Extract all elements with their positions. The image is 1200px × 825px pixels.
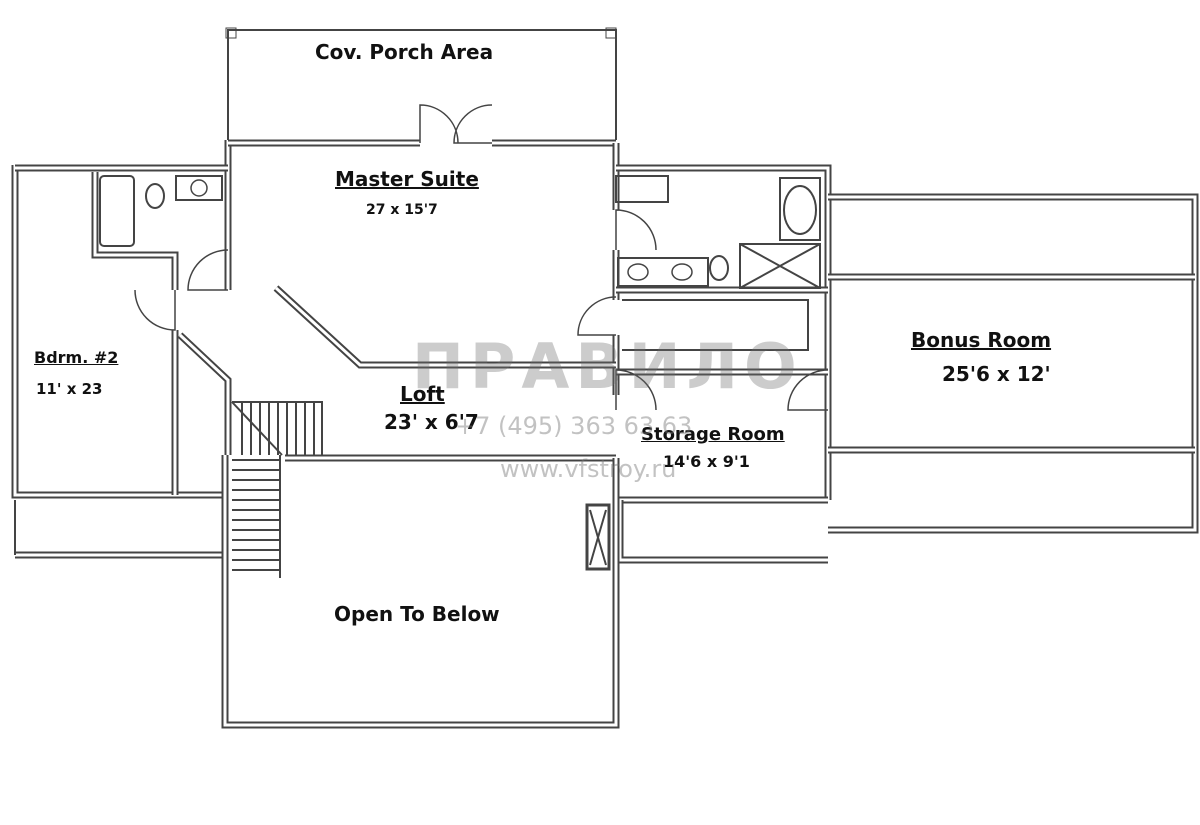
- bath-door: [615, 209, 657, 251]
- bedroom-door: [134, 289, 176, 331]
- bedroom-door: [187, 249, 229, 291]
- shower-x: [739, 243, 821, 289]
- sink-counter-icon: [175, 175, 223, 201]
- sink-icon: [627, 263, 649, 281]
- watermark-logo: ПРАВИЛО: [412, 330, 803, 403]
- bonus-room-size: 25'6 x 12': [942, 362, 1051, 386]
- watermark-url: www.vfstroy.ru: [500, 455, 677, 483]
- closet-shelf: [622, 299, 809, 351]
- bath-wall-outer-inner: [616, 166, 830, 500]
- storage-room-label: Storage Room: [641, 424, 785, 445]
- chimney-icon: [585, 503, 611, 571]
- bedroom-wall: [11, 165, 228, 499]
- loft-size: 23' x 6'7: [384, 410, 479, 434]
- master-suite-size: 27 x 15'7: [366, 202, 438, 218]
- shower-icon: [739, 243, 821, 289]
- bathtub-icon: [783, 185, 817, 235]
- loft-label: Loft: [400, 382, 445, 406]
- lower-strip: [616, 500, 828, 564]
- tub-box: [779, 177, 821, 241]
- porch-label: Cov. Porch Area: [315, 40, 494, 64]
- cabinet-icon: [615, 175, 669, 203]
- closet-door: [577, 296, 617, 336]
- porch-outline: [227, 29, 617, 140]
- bedroom2-size: 11' x 23: [36, 380, 103, 398]
- bedroom-wall-inner: [13, 165, 228, 497]
- french-door: [419, 104, 459, 144]
- loft-rail-inner: [274, 286, 616, 367]
- toilet-icon: [709, 255, 729, 281]
- stair-diag: [231, 401, 283, 456]
- bedroom2-label: Bdrm. #2: [34, 348, 119, 367]
- bonus-outer-inner: [828, 195, 1197, 532]
- sink-icon: [671, 263, 693, 281]
- bath-wall-inner: [93, 172, 177, 290]
- toilet-icon: [145, 183, 165, 209]
- stair-outline: [232, 401, 323, 455]
- master-suite-label: Master Suite: [335, 167, 479, 191]
- storage-room-size: 14'6 x 9'1: [663, 452, 750, 471]
- bathtub-icon: [99, 175, 135, 247]
- porch-post: [225, 27, 237, 39]
- bonus-room-label: Bonus Room: [911, 328, 1052, 352]
- lower-strip-inner: [618, 500, 828, 562]
- closet-angle: [177, 332, 232, 455]
- open-to-below-label: Open To Below: [334, 602, 500, 626]
- chimney-x: [589, 509, 607, 566]
- vanity-icon: [617, 257, 709, 287]
- open-below-wall-inner: [223, 455, 618, 727]
- sink-icon: [190, 179, 208, 197]
- french-door: [453, 104, 493, 144]
- watermark-phone: +7 (495) 363 63 63: [455, 412, 693, 440]
- storage-door: [615, 369, 657, 411]
- storage-door: [787, 369, 829, 411]
- open-below-wall: [221, 455, 620, 729]
- porch-post: [605, 27, 617, 39]
- closet-angle-inner: [178, 333, 230, 455]
